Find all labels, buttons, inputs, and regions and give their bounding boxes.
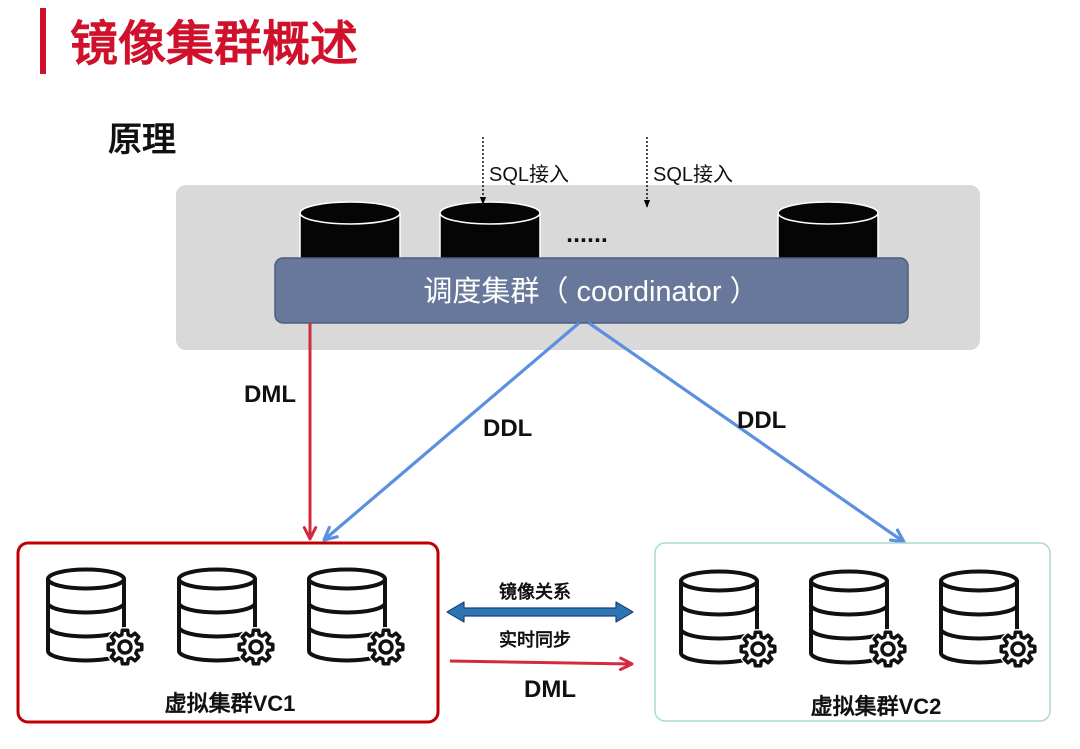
ddl-arrow-vc1 (322, 321, 581, 542)
dml-label: DML (244, 381, 296, 408)
page-title: 镜像集群概述 (70, 18, 358, 71)
title-accent-bar (40, 8, 46, 74)
sql-access-label: SQL接入 (653, 163, 733, 186)
vc2-label: 虚拟集群VC2 (811, 694, 942, 719)
mirror-double-arrow (446, 601, 634, 623)
mirror-relation-label: 镜像关系 (499, 581, 571, 602)
sync-dml-label: DML (524, 676, 576, 703)
database-cylinder-icon (439, 201, 541, 265)
section-label: 原理 (108, 121, 176, 159)
virtual-cluster-vc1: 虚拟集群VC1 (16, 541, 440, 724)
database-cylinder-icon (777, 201, 879, 265)
vc1-label: 虚拟集群VC1 (165, 691, 296, 716)
coordinator-label: 调度集群（ coordinator ） (423, 275, 758, 308)
virtual-cluster-vc2: 虚拟集群VC2 (654, 542, 1051, 722)
ddl-label-vc2: DDL (737, 407, 786, 434)
sync-dml-arrow (449, 656, 634, 672)
ddl-arrow-vc2 (588, 321, 906, 544)
more-nodes-ellipsis: ...... (566, 220, 608, 248)
database-cylinder-icon (299, 201, 401, 265)
realtime-sync-label: 实时同步 (499, 629, 571, 650)
ddl-label-vc1: DDL (483, 415, 532, 442)
sql-access-label: SQL接入 (489, 163, 569, 186)
